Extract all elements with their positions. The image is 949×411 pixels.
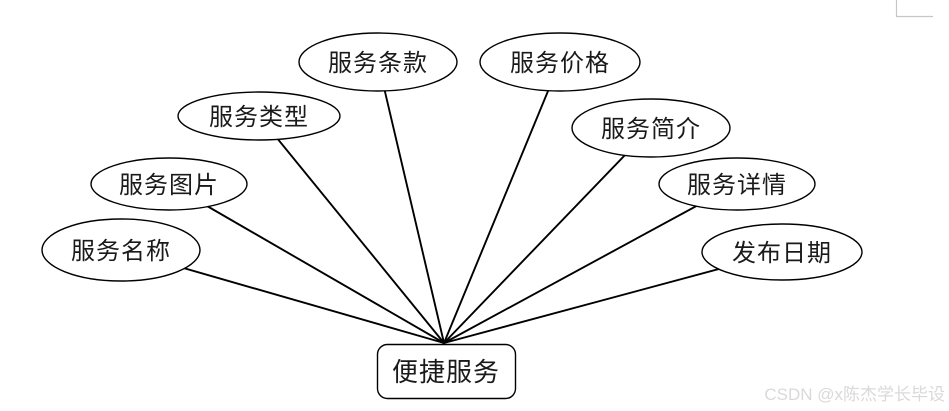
publish-date-ellipse: [701, 223, 863, 281]
attribute-node-service-intro: 服务简介: [571, 98, 731, 158]
attribute-node-service-detail: 服务详情: [658, 157, 816, 211]
edge-service-intro: [443, 127, 652, 344]
service-price-label: 服务价格: [510, 49, 610, 77]
attribute-node-service-price: 服务价格: [479, 32, 641, 92]
service-intro-ellipse: [571, 98, 731, 158]
service-terms-ellipse: [298, 32, 458, 92]
csdn-watermark: CSDN @x陈杰学长毕设: [764, 385, 945, 404]
attribute-node-service-name: 服务名称: [41, 218, 201, 282]
service-name-ellipse: [41, 218, 201, 282]
attribute-node-service-type: 服务类型: [177, 91, 341, 141]
attribute-node-service-image: 服务图片: [90, 157, 248, 211]
service-price-ellipse: [479, 32, 641, 92]
edge-service-terms: [377, 61, 445, 344]
attribute-node-publish-date: 发布日期: [701, 223, 863, 281]
convenient-service-rect: [376, 343, 517, 400]
service-detail-ellipse: [658, 157, 816, 211]
convenient-service-label: 便捷服务: [392, 358, 500, 388]
edges: [120, 61, 783, 344]
edge-service-price: [443, 61, 561, 344]
service-name-label: 服务名称: [71, 237, 171, 265]
service-detail-label: 服务详情: [687, 171, 787, 199]
service-type-label: 服务类型: [209, 103, 309, 131]
publish-date-label: 发布日期: [732, 239, 832, 267]
edge-service-image: [168, 183, 445, 344]
service-terms-label: 服务条款: [328, 49, 428, 77]
edge-service-type: [258, 115, 445, 344]
service-image-label: 服务图片: [119, 171, 219, 199]
service-image-ellipse: [90, 157, 248, 211]
service-type-ellipse: [177, 91, 341, 141]
edge-service-detail: [443, 183, 738, 344]
attribute-node-service-terms: 服务条款: [298, 32, 458, 92]
service-intro-label: 服务简介: [601, 115, 701, 143]
entity-node-convenient-service: 便捷服务: [376, 343, 517, 400]
page-corner-line: [895, 0, 933, 18]
